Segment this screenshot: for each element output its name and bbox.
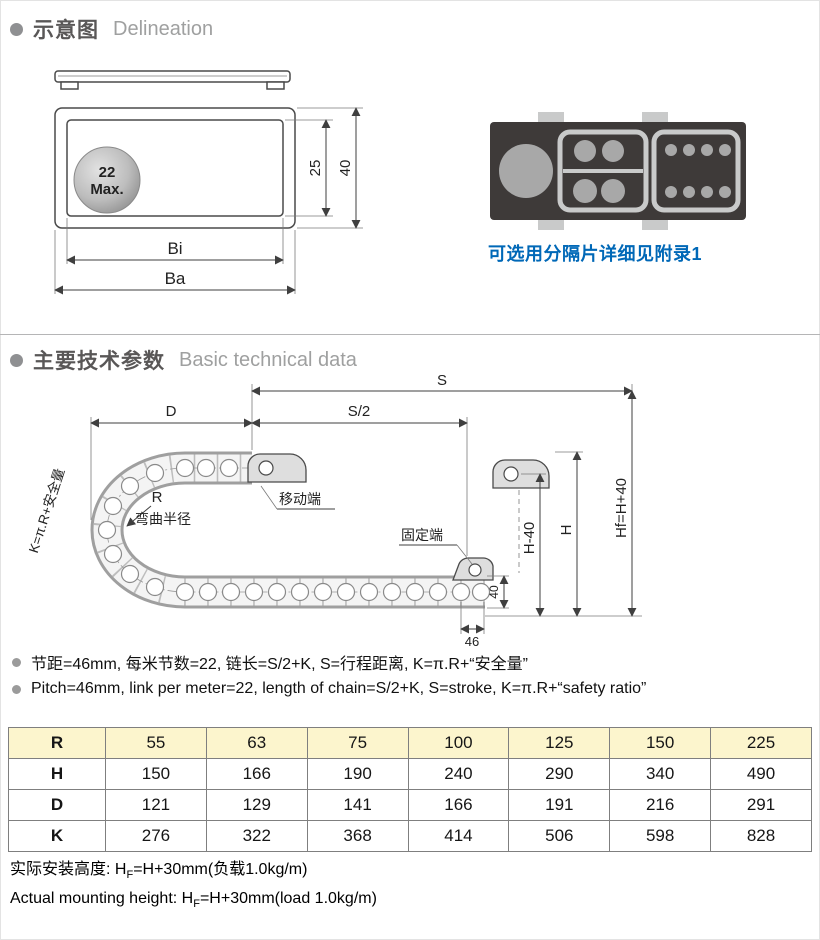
table-row-d: D 121 129 141 166 191 216 291 bbox=[8, 789, 812, 821]
table-cell: 216 bbox=[609, 789, 712, 821]
dim-hf-label: Hf=H+40 bbox=[613, 478, 630, 538]
row-label: R bbox=[8, 727, 106, 759]
large-cable-hole bbox=[499, 144, 553, 198]
table-cell: 141 bbox=[306, 789, 409, 821]
footer-notes: 实际安装高度: HF=H+30mm(负载1.0kg/m) Actual moun… bbox=[10, 858, 377, 916]
mounting-height-en: Actual mounting height: HF=H+30mm(load 1… bbox=[10, 887, 377, 916]
moving-end-label: 移动端 bbox=[279, 491, 321, 507]
k-formula-label: K=π.R+安全量 bbox=[25, 466, 67, 555]
text-prefix: Actual mounting height: H bbox=[10, 890, 194, 908]
chain-layout-drawing: S S/2 D H-40 H Hf=H+40 40 46 R bbox=[25, 372, 642, 649]
moving-end-bracket-extended bbox=[492, 459, 550, 573]
cable-chain bbox=[90, 451, 491, 609]
fixed-end-bracket bbox=[452, 557, 494, 581]
note-cn: 节距=46mm, 每米节数=22, 链长=S/2+K, S=行程距离, K=π.… bbox=[12, 650, 528, 674]
table-row-r: R 55 63 75 100 125 150 225 bbox=[8, 727, 812, 759]
table-cell: 290 bbox=[508, 758, 611, 790]
row-label: D bbox=[8, 789, 106, 821]
table-cell: 150 bbox=[609, 727, 712, 759]
dim-r-label: R bbox=[152, 489, 163, 506]
subscript-f: F bbox=[193, 898, 200, 911]
table-cell: 55 bbox=[105, 727, 207, 759]
dim-inner-height-label: 25 bbox=[307, 160, 324, 177]
note-en: Pitch=46mm, link per meter=22, length of… bbox=[12, 680, 646, 698]
table-cell: 166 bbox=[407, 789, 510, 821]
text-suffix: =H+30mm(负载1.0kg/m) bbox=[133, 861, 308, 878]
fixed-end-label: 固定端 bbox=[401, 527, 443, 543]
separator-caption: 可选用分隔片详细见附录1 bbox=[488, 244, 703, 264]
dim-46-label: 46 bbox=[465, 634, 479, 649]
table-cell: 63 bbox=[205, 727, 308, 759]
dim-d-label: D bbox=[166, 403, 177, 420]
table-cell: 368 bbox=[306, 820, 409, 852]
dim-inner-width-label: Bi bbox=[167, 239, 182, 258]
table-cell: 506 bbox=[508, 820, 611, 852]
cover-strip bbox=[54, 70, 291, 90]
moving-end-bracket bbox=[247, 453, 307, 483]
table-cell: 190 bbox=[306, 758, 409, 790]
table-cell: 121 bbox=[105, 789, 207, 821]
dim-stroke-label: S bbox=[437, 372, 447, 389]
dim-h40-label: H-40 bbox=[521, 522, 538, 555]
table-cell: 276 bbox=[105, 820, 207, 852]
row-label: H bbox=[8, 758, 106, 790]
note-cn-text: 节距=46mm, 每米节数=22, 链长=S/2+K, S=行程距离, K=π.… bbox=[31, 656, 528, 673]
table-cell: 125 bbox=[508, 727, 611, 759]
table-cell: 150 bbox=[105, 758, 207, 790]
table-cell: 598 bbox=[609, 820, 712, 852]
note-en-text: Pitch=46mm, link per meter=22, length of… bbox=[31, 680, 647, 697]
mounting-height-cn: 实际安装高度: HF=H+30mm(负载1.0kg/m) bbox=[10, 858, 377, 887]
table-cell: 100 bbox=[407, 727, 510, 759]
note-bullet-icon bbox=[12, 657, 21, 667]
section-bullet-icon bbox=[10, 22, 23, 36]
table-row-k: K 276 322 368 414 506 598 828 bbox=[8, 820, 812, 852]
table-cell: 191 bbox=[508, 789, 611, 821]
dim-outer-width-label: Ba bbox=[165, 269, 186, 288]
table-cell: 225 bbox=[710, 727, 812, 759]
dim-half-stroke-label: S/2 bbox=[348, 403, 371, 420]
cross-section-drawing: 22 Max. 25 40 Bi Ba bbox=[54, 70, 363, 295]
subscript-f: F bbox=[126, 869, 134, 882]
section-divider bbox=[0, 334, 820, 335]
table-cell: 291 bbox=[710, 789, 812, 821]
bend-radius-label: 弯曲半径 bbox=[135, 511, 191, 527]
dim-outer-height-label: 40 bbox=[337, 160, 354, 177]
table-cell: 166 bbox=[205, 758, 308, 790]
section2-title-en: Basic technical data bbox=[179, 348, 357, 371]
dim-h-label: H bbox=[558, 525, 575, 536]
ball-value-label: 22 bbox=[99, 164, 116, 181]
parameter-table: R 55 63 75 100 125 150 225 H 150 166 190… bbox=[8, 727, 812, 852]
row-label: K bbox=[8, 820, 106, 852]
table-cell: 490 bbox=[710, 758, 812, 790]
text-suffix: =H+30mm(load 1.0kg/m) bbox=[199, 890, 377, 908]
table-cell: 414 bbox=[407, 820, 510, 852]
section1-title-en: Delineation bbox=[113, 17, 214, 40]
table-cell: 828 bbox=[710, 820, 812, 852]
table-cell: 75 bbox=[306, 727, 409, 759]
section-technical-header: 主要技术参数 Basic technical data bbox=[10, 345, 357, 375]
section1-title-cn: 示意图 bbox=[33, 19, 99, 42]
table-cell: 340 bbox=[609, 758, 712, 790]
dim-40-label: 40 bbox=[487, 585, 501, 599]
section-bullet-icon bbox=[10, 353, 23, 367]
table-cell: 129 bbox=[205, 789, 308, 821]
note-bullet-icon bbox=[12, 684, 21, 694]
section-delineation-header: 示意图 Delineation bbox=[10, 14, 213, 44]
cable-ball bbox=[73, 146, 141, 214]
table-cell: 322 bbox=[205, 820, 308, 852]
ball-unit-label: Max. bbox=[90, 181, 123, 198]
table-cell: 240 bbox=[407, 758, 510, 790]
section2-title-cn: 主要技术参数 bbox=[33, 350, 165, 373]
separator-options-figure bbox=[490, 112, 746, 230]
table-row-h: H 150 166 190 240 290 340 490 bbox=[8, 758, 812, 790]
text-prefix: 实际安装高度: H bbox=[10, 861, 127, 878]
